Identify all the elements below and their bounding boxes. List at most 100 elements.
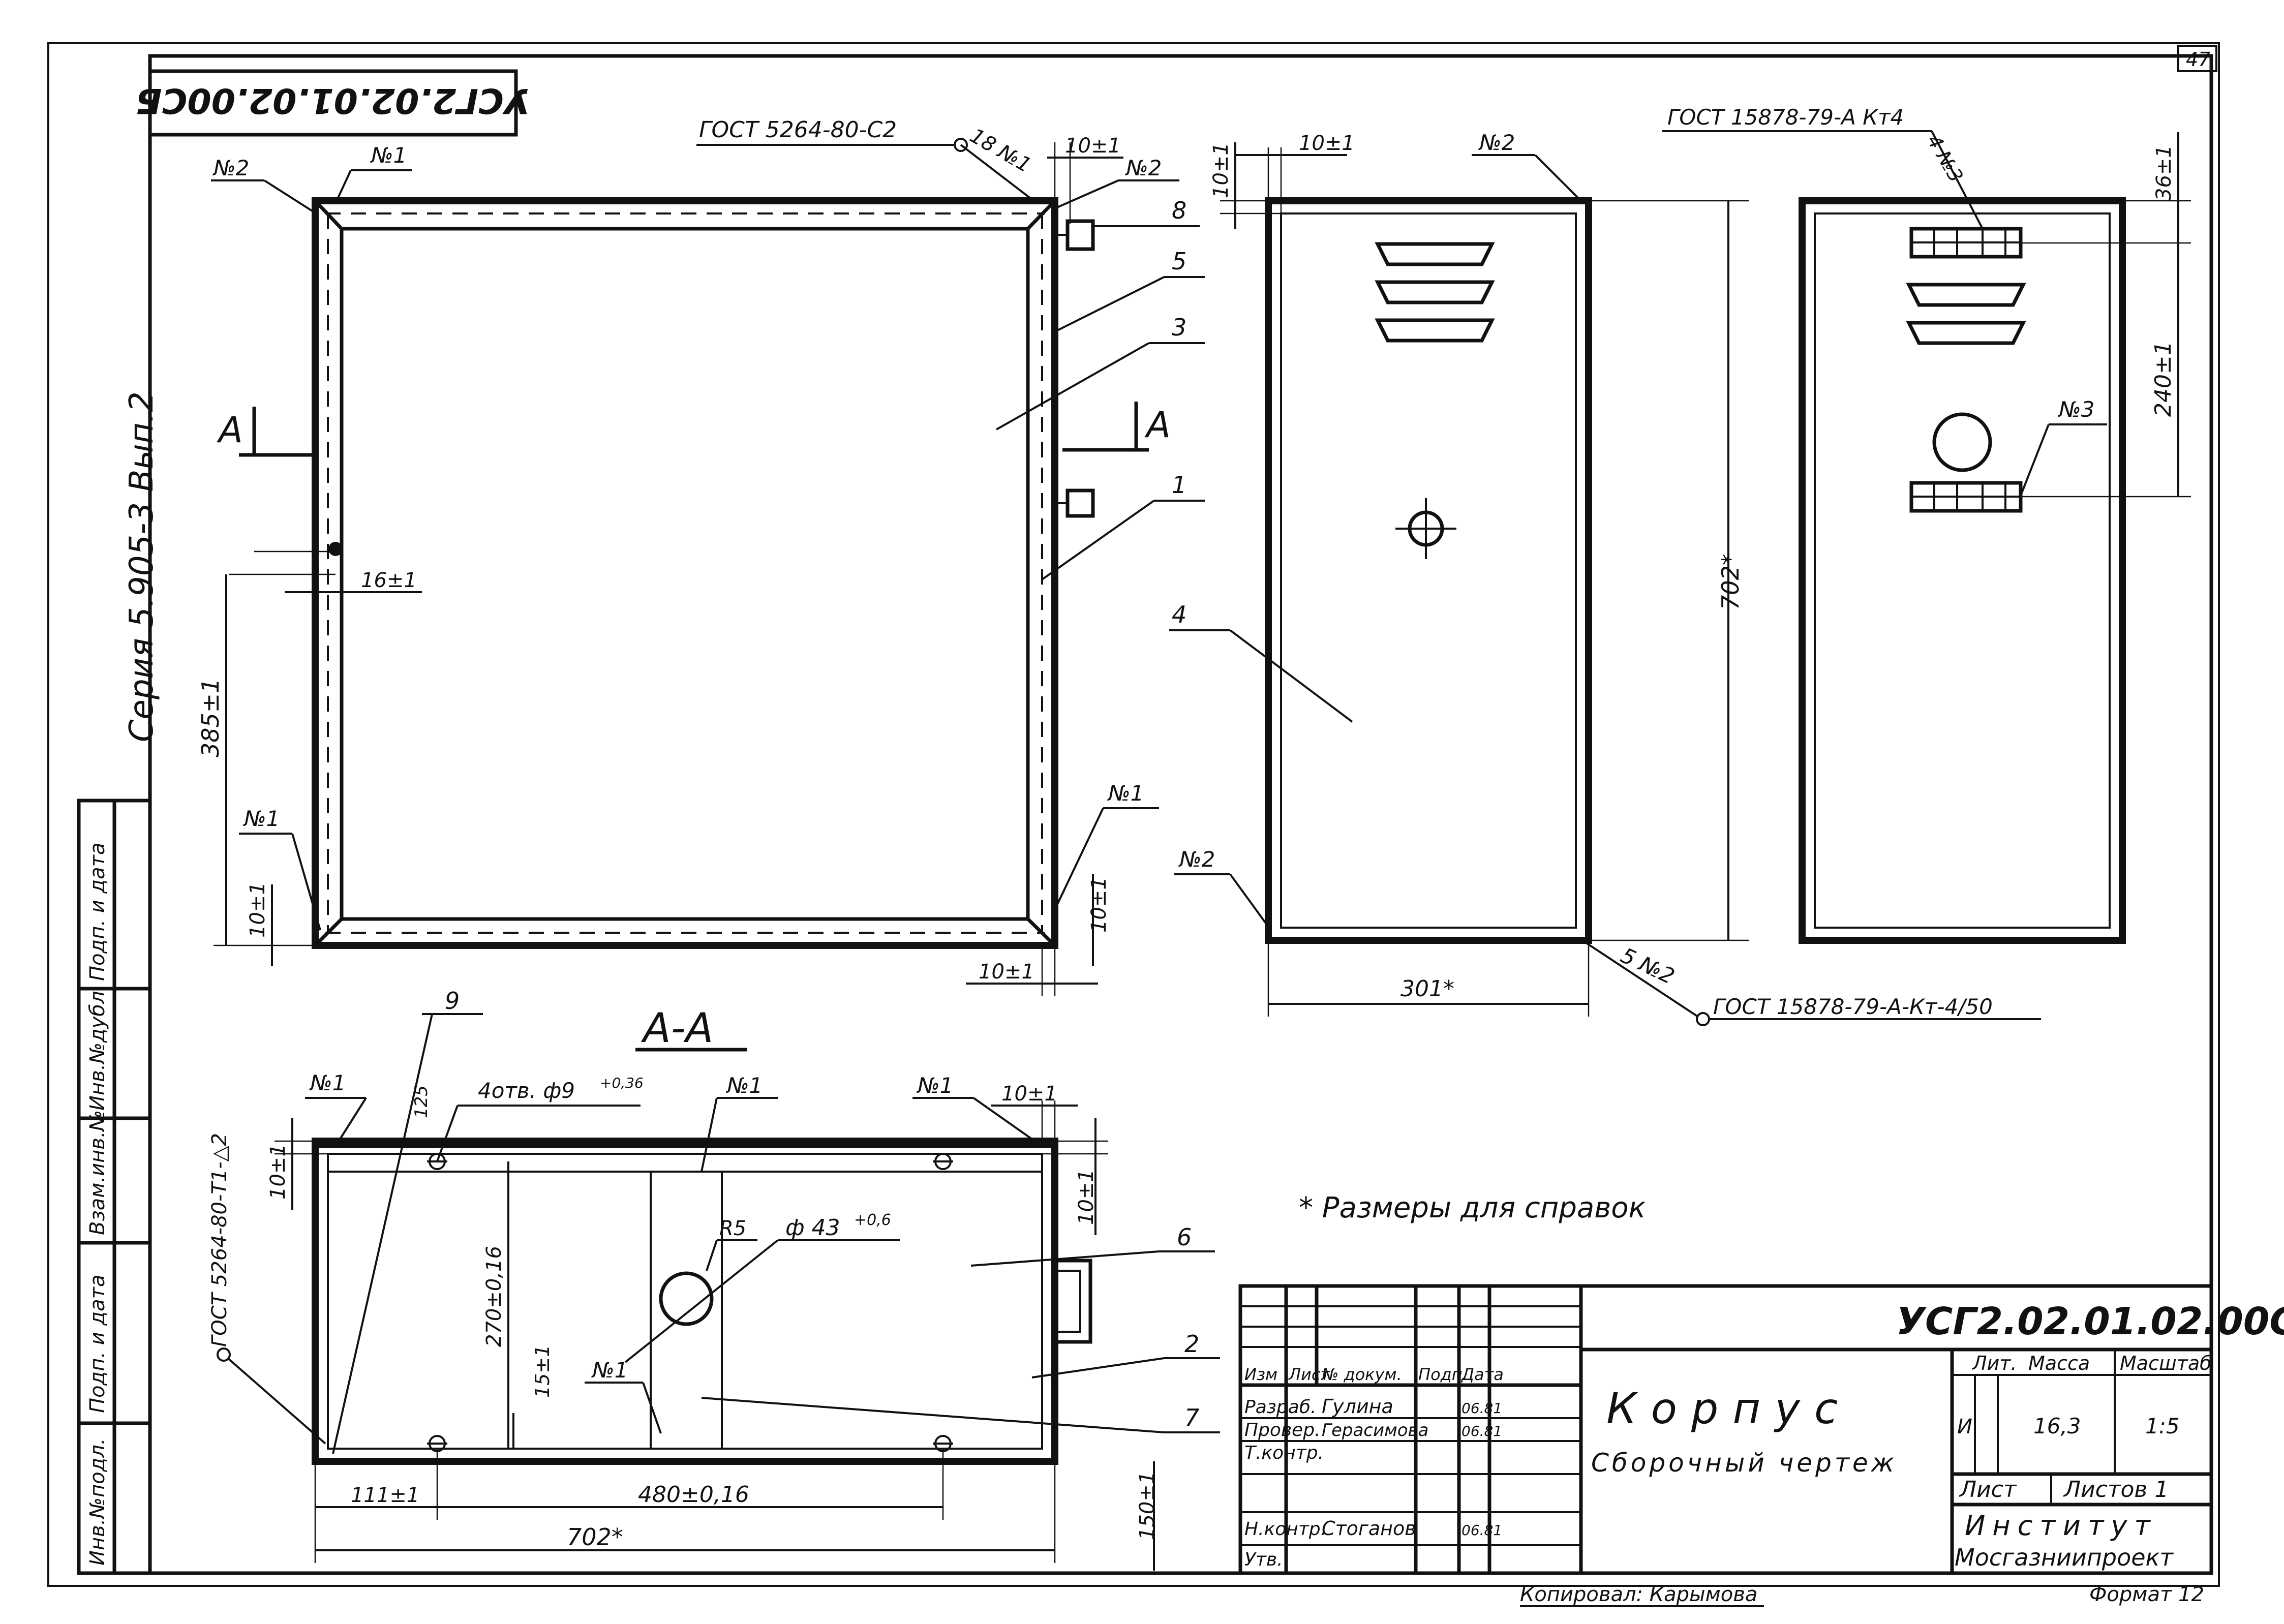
- back-dim-240: 240±1: [2150, 341, 2176, 417]
- doc-code-stamp: УСГ2.02.01.02.00СБ: [136, 69, 531, 137]
- tb-hdr-date: Дата: [1460, 1365, 1504, 1384]
- tb-row2-date: 06.81: [1461, 1423, 1502, 1439]
- tb-mass-value: 16,3: [2033, 1414, 2081, 1438]
- section-dim-702: 702*: [567, 1523, 623, 1551]
- side-weld-5n2: 5 №2: [1617, 943, 1679, 989]
- front-dim-16: 16±1: [361, 569, 417, 592]
- section-dim-r5: R5: [719, 1217, 746, 1240]
- section-title: А-А: [641, 1004, 713, 1052]
- side-dim-702: 702*: [1717, 554, 1744, 610]
- tb-row5-date: 06.81: [1461, 1522, 1502, 1539]
- title-block: УСГ2.02.01.02.00СБ Изм Лист № докум. Под…: [1238, 1284, 2284, 1575]
- tb-org-line1: Институт: [1965, 1510, 2157, 1542]
- tb-row1-date: 06.81: [1461, 1400, 1502, 1417]
- front-dim-bottom-left: 10±1: [246, 882, 269, 938]
- front-gost-weld: ГОСТ 5264-80-С2: [699, 117, 897, 143]
- tb-row2-role: Провер.: [1244, 1420, 1321, 1441]
- back-gost-top: ГОСТ 15878-79-А Кт4: [1667, 105, 1904, 130]
- doc-code-rotated: УСГ2.02.01.02.00СБ: [136, 80, 531, 120]
- strip-podp-date-1: Подп. и дата: [86, 1275, 109, 1413]
- tb-row5-name: Стоганов: [1322, 1517, 1416, 1540]
- section-label-n1-b: №1: [726, 1073, 763, 1098]
- tb-scale-label: Масштаб: [2120, 1352, 2212, 1374]
- side-label-n2-bottom: №2: [1178, 847, 1215, 872]
- tb-lit-label: Лит.: [1971, 1352, 2017, 1374]
- front-callout-5: 5: [1172, 248, 1186, 275]
- tb-hdr-izm: Изм: [1244, 1365, 1277, 1384]
- front-label-n2-right: №2: [1125, 156, 1162, 180]
- front-dim-bottom-right: 10±1: [1087, 877, 1111, 933]
- tb-hdr-docnum: № докум.: [1321, 1365, 1402, 1384]
- section-dim-480: 480±0,16: [638, 1482, 749, 1508]
- section-holes-tol: +0,36: [600, 1075, 644, 1091]
- tb-row1-name: Гулина: [1322, 1395, 1393, 1418]
- outer-frame: [47, 42, 2220, 1587]
- front-label-n1-top: №1: [370, 143, 407, 168]
- section-hole-big-tol: +0,6: [854, 1211, 891, 1229]
- section-holes: 4отв. ф9: [478, 1078, 575, 1103]
- section-view: А-А 9 №1 4отв. ф9 +0,36 125: [208, 987, 1220, 1571]
- front-callout-8: 8: [1172, 197, 1186, 224]
- title-doc-code: УСГ2.02.01.02.00СБ: [1896, 1300, 2284, 1343]
- front-dim-top-right: 10±1: [1065, 134, 1121, 158]
- section-callout-9: 9: [445, 987, 460, 1015]
- format-label: Формат 12: [2089, 1583, 2204, 1606]
- tb-row2-name: Герасимова: [1322, 1420, 1428, 1441]
- section-label-n1-a: №1: [309, 1070, 346, 1095]
- strip-vzam: Взам.инв.№: [86, 1110, 109, 1235]
- tb-row6-role: Утв.: [1244, 1549, 1283, 1570]
- side-dim-301: 301*: [1400, 976, 1454, 1002]
- front-label-n1-left-bottom: №1: [243, 806, 280, 831]
- side-dim-top-left: 10±1: [1209, 142, 1233, 198]
- section-mark-right: А: [1144, 404, 1171, 446]
- tb-sheets-label: Листов 1: [2063, 1477, 2169, 1503]
- tb-doc-type: Сборочный чертеж: [1591, 1448, 1897, 1478]
- side-label-n2-top: №2: [1478, 130, 1515, 155]
- side-view: №2 10±1 10±1 4 №2 702* 301* 5 №2 ГОСТ 15…: [1169, 130, 2041, 1026]
- section-callout-7: 7: [1184, 1404, 1199, 1431]
- section-hole-big: ф 43: [785, 1215, 840, 1241]
- front-dim-385: 385±1: [197, 678, 224, 757]
- strip-inv-dubl: Инв.№дубл.: [86, 985, 109, 1111]
- left-strip: Инв.№подл. Подп. и дата Взам.инв.№ Инв.№…: [77, 799, 152, 1575]
- back-label-n3: №3: [2058, 397, 2094, 422]
- section-mark-left: А: [217, 409, 243, 451]
- side-callout-4: 4: [1172, 601, 1186, 628]
- strip-podp-date-2: Подп. и дата: [86, 843, 109, 981]
- tb-hdr-list: Лист: [1288, 1365, 1330, 1384]
- series-label: Серия 5.905-3 Вып.2: [123, 391, 161, 742]
- copied-by: Копировал: Карымова: [1520, 1583, 1757, 1606]
- front-label-n1-right-bottom: №1: [1107, 781, 1144, 806]
- tb-scale-value: 1:5: [2145, 1414, 2180, 1438]
- side-gost-bottom: ГОСТ 15878-79-А-Кт-4/50: [1713, 994, 1993, 1019]
- front-weld-count: 18 №1: [966, 124, 1035, 177]
- back-dim-top-36: 36±1: [2152, 145, 2176, 201]
- section-dim-111: 111±1: [351, 1484, 419, 1507]
- front-callout-3: 3: [1172, 314, 1186, 341]
- tb-row1-role: Разраб.: [1244, 1397, 1316, 1418]
- tb-row5-role: Н.контр.: [1244, 1519, 1326, 1540]
- section-dim-left-10: 10±1: [266, 1144, 290, 1200]
- section-callout-2: 2: [1184, 1330, 1199, 1358]
- front-view: ГОСТ 5264-80-С2 18 №1 №2 №1 №2 10±1 8 5 …: [197, 117, 1205, 996]
- section-callout-6: 6: [1177, 1223, 1192, 1251]
- section-label-n1-c: №1: [917, 1073, 953, 1098]
- section-dim-15: 15±1: [531, 1345, 554, 1398]
- section-dim-150: 150±1: [1136, 1472, 1159, 1540]
- tb-hdr-sign: Подп.: [1418, 1365, 1468, 1384]
- section-label-n1-d: №1: [591, 1358, 628, 1383]
- back-view: ГОСТ 15878-79-А Кт4 4 №3 36±1 240±1 №3: [1662, 105, 2191, 944]
- section-dim-right-10: 10±1: [1075, 1169, 1098, 1225]
- tb-org-line2: Мосгазниипроект: [1955, 1544, 2174, 1571]
- front-label-n2-left: №2: [212, 156, 249, 180]
- inner-frame: [148, 54, 2213, 1575]
- strip-inv-podl: Инв.№подл.: [86, 1438, 109, 1566]
- section-dim-125: 125: [411, 1085, 432, 1118]
- side-dim-top: 10±1: [1299, 132, 1355, 155]
- section-gost-side: ГОСТ 5264-80-Т1-△2: [208, 1133, 231, 1347]
- section-dim-top-10: 10±1: [1001, 1082, 1057, 1106]
- section-dim-270: 270±0,16: [482, 1246, 506, 1347]
- sheet-number-box: [2177, 45, 2217, 72]
- front-dim-bottom: 10±1: [979, 960, 1034, 984]
